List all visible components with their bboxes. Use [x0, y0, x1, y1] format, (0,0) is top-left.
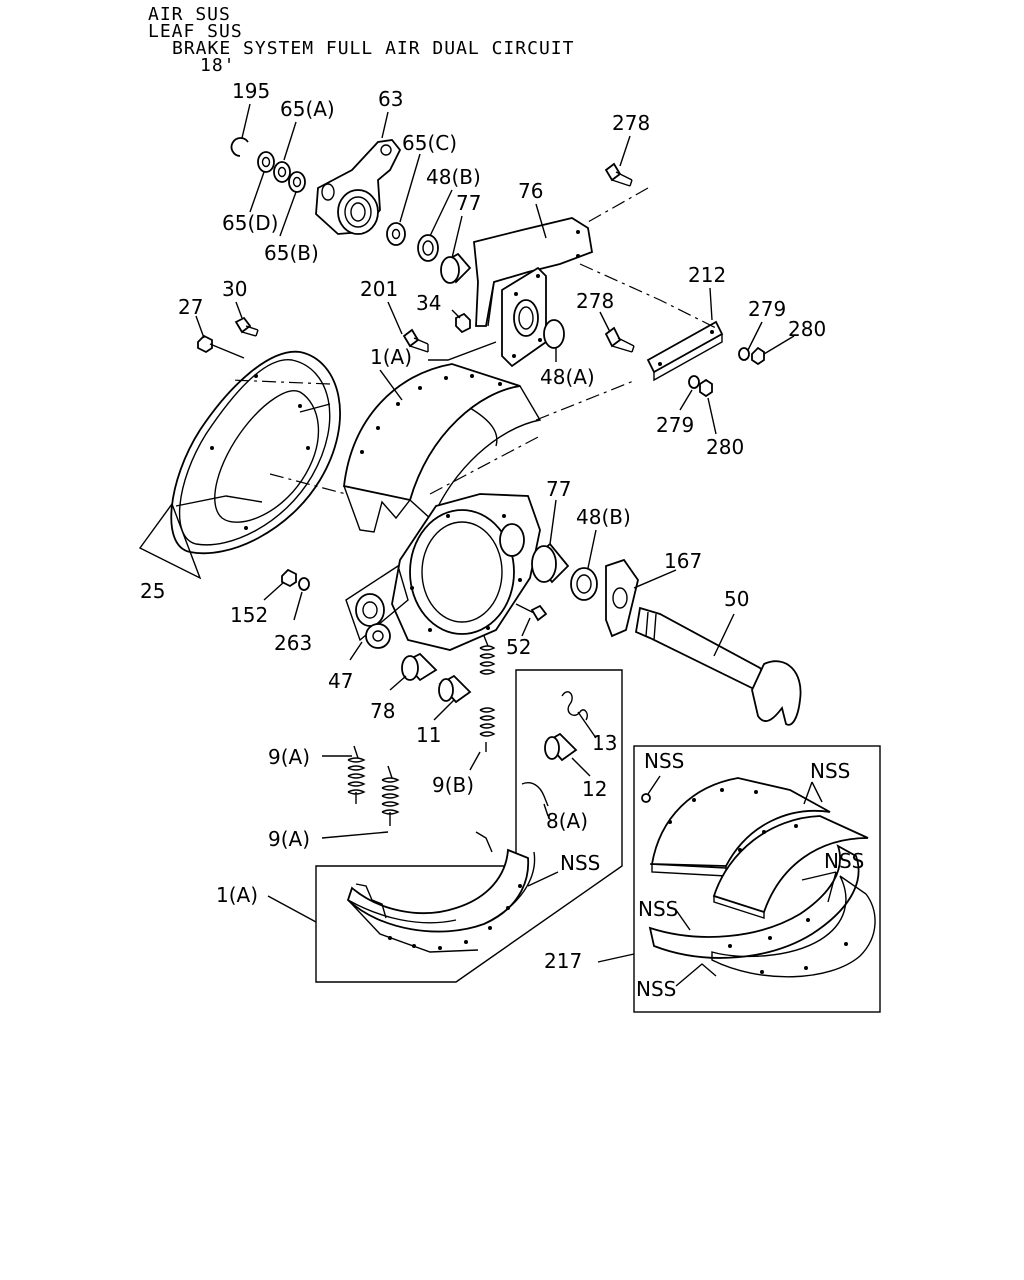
callout-48b-mid: 48(B) — [576, 505, 631, 529]
callout-280-low: 280 — [706, 435, 744, 459]
callout-167: 167 — [664, 549, 702, 573]
callout-48a: 48(A) — [540, 365, 595, 389]
callout-27: 27 — [178, 295, 203, 319]
callout-278-mid: 278 — [576, 289, 614, 313]
callout-279-low: 279 — [656, 413, 694, 437]
spring-9a-top — [347, 745, 366, 804]
nut-34 — [455, 312, 471, 334]
bolt-201 — [402, 328, 429, 353]
spring-9a-low — [381, 765, 400, 826]
oring-48a — [543, 319, 565, 349]
callout-25: 25 — [140, 579, 165, 603]
callout-195: 195 — [232, 79, 270, 103]
seal-48b-mid — [570, 567, 598, 601]
callout-nss-kit-1: NSS — [644, 749, 684, 773]
callout-9b: 9(B) — [432, 773, 474, 797]
header-line-2: LEAF SUS — [148, 21, 243, 42]
callout-11: 11 — [416, 723, 441, 747]
callout-9a-low: 9(A) — [268, 827, 310, 851]
camshaft-50 — [634, 606, 802, 726]
callout-8a: 8(A) — [546, 809, 588, 833]
callout-nss-kit-3: NSS — [824, 849, 864, 873]
callout-279-right: 279 — [748, 297, 786, 321]
bolt-278-top — [604, 162, 633, 187]
callout-nss-kit-4: NSS — [638, 897, 678, 921]
washer-263 — [298, 577, 310, 591]
callout-263: 263 — [274, 631, 312, 655]
callout-nss-kit-5: NSS — [636, 977, 676, 1001]
slack-adjuster-63 — [315, 139, 402, 235]
bolt-52 — [515, 603, 548, 622]
spring-clip-13 — [561, 691, 589, 721]
brake-shoe-1a-top — [343, 363, 542, 533]
bracket-167 — [605, 558, 639, 638]
callout-nss-kit-2: NSS — [810, 759, 850, 783]
nut-280-low — [699, 378, 713, 398]
pin-11 — [438, 674, 472, 704]
callout-12: 12 — [582, 777, 607, 801]
callout-78: 78 — [370, 699, 395, 723]
callout-278-top: 278 — [612, 111, 650, 135]
callout-63: 63 — [378, 87, 403, 111]
bushing-77-top — [440, 252, 472, 284]
callout-65c: 65(C) — [402, 131, 457, 155]
nut-27 — [197, 334, 213, 354]
seal-48b-top — [417, 234, 439, 262]
callout-76: 76 — [518, 179, 543, 203]
bracket-76 — [473, 217, 594, 368]
kit-217-frame — [633, 745, 881, 1013]
callout-77-mid: 77 — [546, 477, 571, 501]
callout-13: 13 — [592, 731, 617, 755]
callout-152: 152 — [230, 603, 268, 627]
callout-65d: 65(D) — [222, 211, 278, 235]
dust-shield-25 — [170, 350, 341, 555]
callout-30: 30 — [222, 277, 247, 301]
callout-9a-top: 9(A) — [268, 745, 310, 769]
washer-65d — [257, 151, 275, 173]
callout-201: 201 — [360, 277, 398, 301]
bolt-30 — [234, 316, 259, 337]
nut-280-right — [751, 346, 765, 366]
plate-212 — [646, 320, 724, 382]
callout-1a-low: 1(A) — [216, 883, 258, 907]
bushing-77-mid — [531, 542, 570, 584]
brake-spider-47 — [345, 493, 541, 651]
kit-217-shoes — [641, 777, 876, 978]
header-line-4: 18' — [200, 55, 236, 76]
callout-65b: 65(B) — [264, 241, 319, 265]
leader-lines — [138, 103, 837, 987]
washer-279-low — [688, 375, 700, 389]
callout-77-top: 77 — [456, 191, 481, 215]
washer-65b — [288, 171, 306, 193]
callout-nss-shoe: NSS — [560, 851, 600, 875]
callout-212: 212 — [688, 263, 726, 287]
roller-12 — [544, 732, 578, 762]
header-line-1: AIR SUS — [148, 4, 231, 25]
nut-152 — [281, 568, 297, 588]
callout-34: 34 — [416, 291, 441, 315]
bolt-278-mid — [604, 326, 635, 353]
callout-47: 47 — [328, 669, 353, 693]
bushing-78 — [401, 652, 438, 682]
callout-50: 50 — [724, 587, 749, 611]
callout-280-right: 280 — [788, 317, 826, 341]
inset-shoe-frame — [315, 669, 623, 983]
callout-52: 52 — [506, 635, 531, 659]
callout-1a-top: 1(A) — [370, 345, 412, 369]
header-line-3: BRAKE SYSTEM FULL AIR DUAL CIRCUIT — [172, 38, 575, 59]
washer-65a — [273, 161, 291, 183]
clip-195 — [230, 137, 249, 157]
callout-48b-top: 48(B) — [426, 165, 481, 189]
washer-279-right — [738, 347, 750, 361]
callout-217: 217 — [544, 949, 582, 973]
callout-65a: 65(A) — [280, 97, 335, 121]
washer-65c — [386, 222, 406, 246]
brake-shoe-1a-low — [346, 831, 536, 953]
wire-8a — [521, 782, 549, 807]
spring-9b — [479, 635, 496, 752]
